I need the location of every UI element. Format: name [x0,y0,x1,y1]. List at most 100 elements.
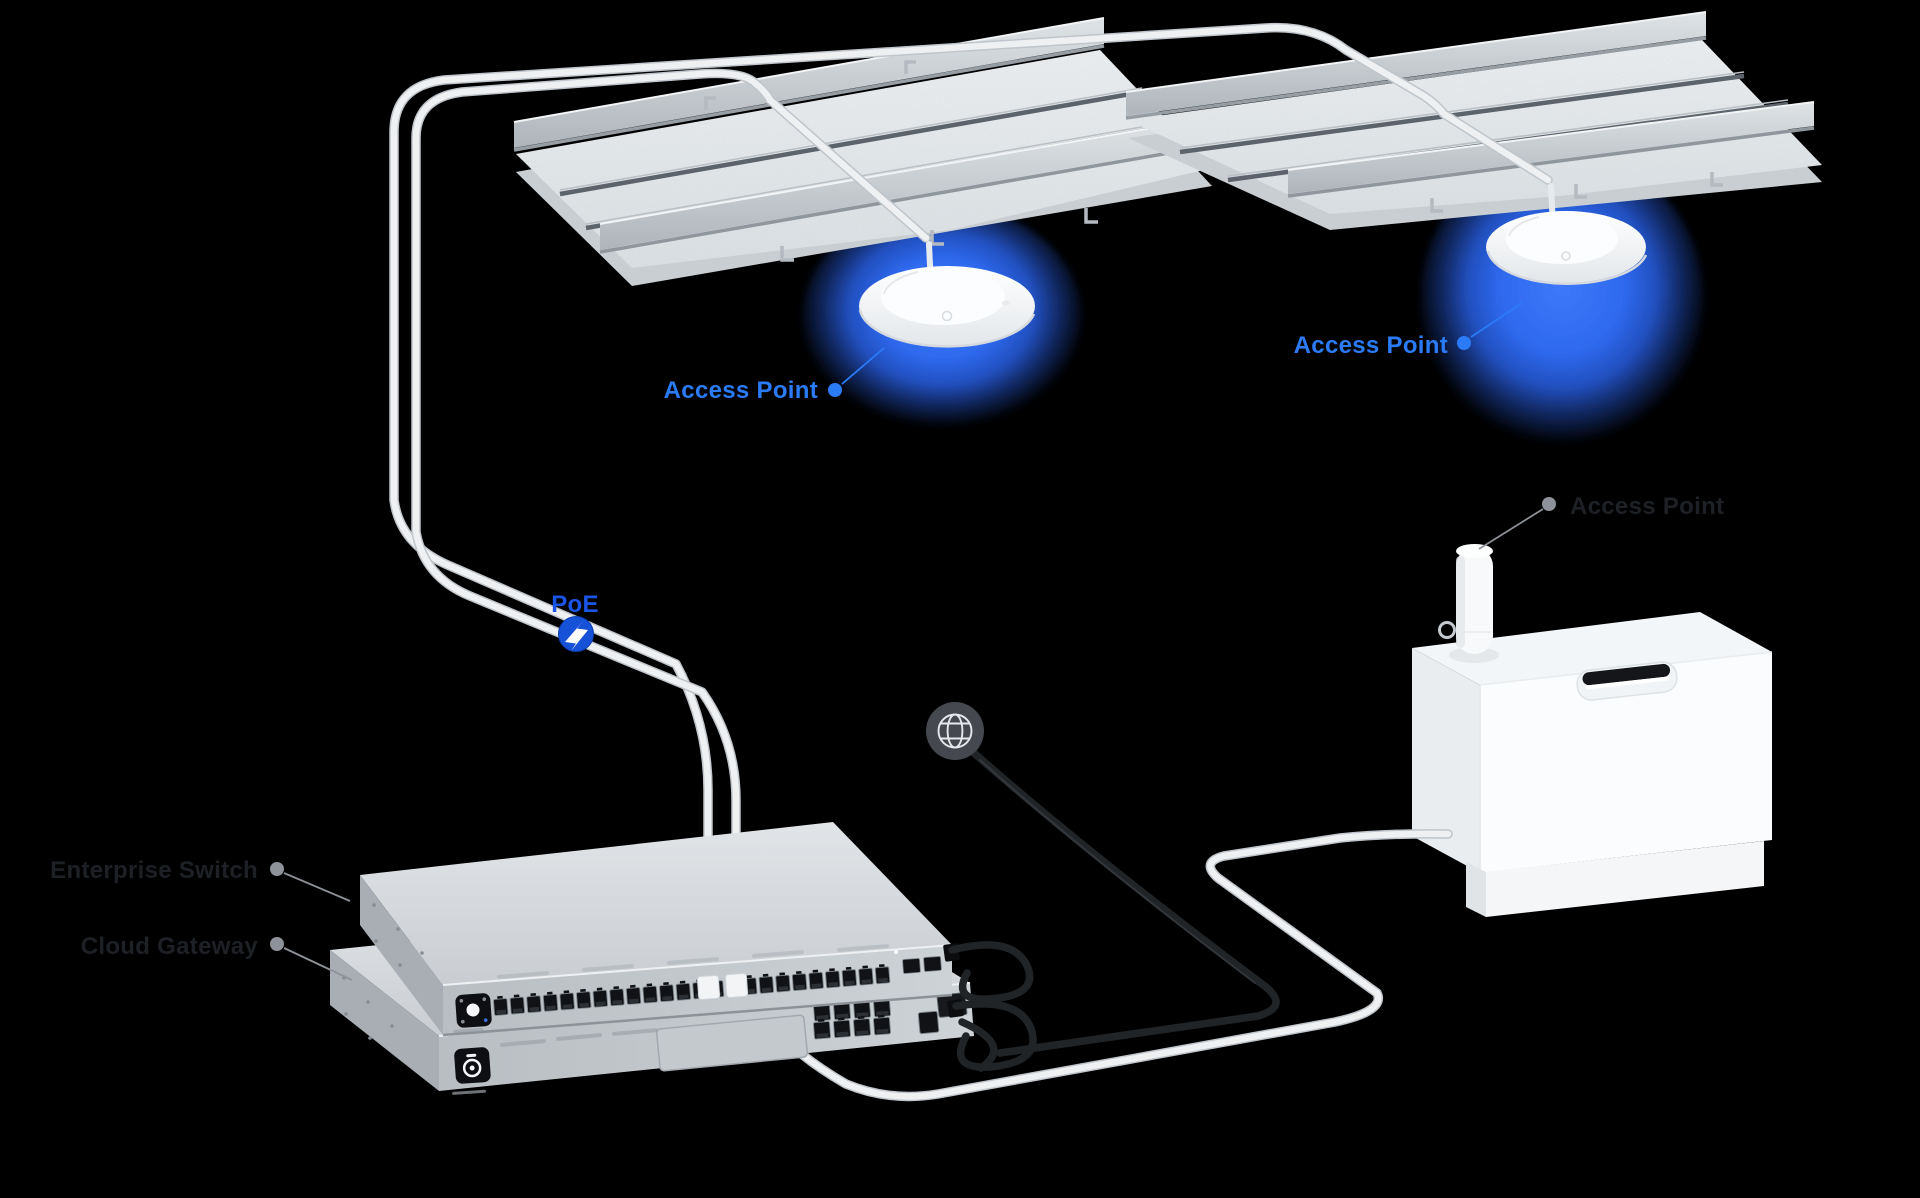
gateway-model-print [452,1089,487,1095]
box-plinth-left [1466,862,1486,917]
screw-dot [396,927,400,931]
screw-dot [374,939,378,943]
switch-top-face [360,822,952,985]
status-led [894,950,898,954]
leader-line [1478,508,1544,550]
screw-dot [390,1024,394,1028]
rj45-port [833,1017,851,1039]
box-left-face [1412,648,1480,873]
switch-left-face [360,875,443,1035]
rj45-port [609,986,625,1007]
poe-cable-to-left-ap [411,68,931,989]
gateway-vents [500,1028,658,1047]
antenna-wire-loop [1438,621,1456,639]
rj45-port [675,980,692,1001]
dot-connector [1457,336,1471,350]
dot-connector [1542,497,1556,511]
tile-rail [600,121,1192,250]
rj45-port [775,972,791,993]
leader-line [283,872,351,902]
wan-cable-black [970,749,1280,1057]
dot-connector [270,937,284,951]
screw-dot [372,903,376,907]
lightning-bolt-icon [565,620,588,651]
label-access-point-right: Access Point [1294,302,1523,359]
box-handle [1576,661,1678,701]
switch-vents [497,944,889,979]
tile-rail [1126,12,1706,116]
label-access-point-box: Access Point [1478,493,1724,550]
rj45-port [841,966,858,987]
screw-dot [344,1012,348,1016]
label-cloud-gateway: Cloud Gateway [81,933,353,981]
poe-cable-to-right-ap [389,22,1553,991]
enterprise-switch-device [360,822,953,1037]
screw-dot [420,951,424,955]
dot-connector [828,383,842,397]
rj45-port [808,969,824,990]
rj45-port [493,995,509,1016]
rj45-port [526,993,542,1014]
poe-label: PoE [551,591,599,618]
switch-sfp-ports [894,950,942,974]
rj45-port [559,990,575,1011]
gateway-wan-port [917,1010,940,1035]
gateway-left-face [330,950,439,1091]
access-point-box-label: Access Point [1570,493,1724,520]
equipment-box [1412,544,1773,917]
gateway-display [454,1047,491,1084]
rj45-port [758,973,775,994]
poe-plugs [696,972,749,1000]
rj45-port [625,984,642,1005]
screw-dots [342,976,394,1040]
rj45-port [874,964,891,985]
globe-icon [926,702,984,760]
rj45-port [509,994,526,1015]
dot-connector [270,862,284,876]
lan-cable-white [743,829,1453,1102]
rj45-port [592,987,609,1008]
tile-clips [1430,172,1723,213]
rj45-port [791,970,808,992]
screw-dot [368,1036,372,1040]
patch-cable-loops [943,941,1037,1072]
box-top-face [1412,612,1772,685]
box-front-face [1480,652,1772,873]
cloud-gateway-label: Cloud Gateway [81,933,259,960]
rj45-port [858,965,874,986]
gateway-port-block [813,996,891,1040]
switch-model-print [453,1028,484,1033]
gateway-tray [655,1014,809,1072]
ceiling-tile-right [1125,11,1822,230]
leader-line [841,347,885,385]
rj45-port [642,983,658,1004]
rj45-port [853,1015,871,1037]
rj45-port [542,991,559,1012]
rj45-port [873,1014,891,1036]
rj45-port [813,1018,831,1040]
poe-badge [558,616,594,652]
tile-rail [1288,102,1814,194]
box-plinth [1486,841,1764,917]
leader-line [283,947,353,981]
rj45-port [576,988,592,1009]
access-point-left-label: Access Point [664,377,818,404]
access-point-right-label: Access Point [1294,332,1448,359]
wifi-glow-right [1420,150,1704,450]
label-access-point-left: Access Point [664,347,885,404]
screw-dots [372,903,424,967]
label-poe: PoE [551,591,599,618]
label-enterprise-switch: Enterprise Switch [50,857,351,902]
access-point-left-device [858,241,1036,348]
screw-dot [366,1000,370,1004]
rj45-port [825,968,841,989]
enterprise-switch-label: Enterprise Switch [50,857,258,884]
access-point-right-device [1486,183,1648,285]
ceiling-tile-left [513,17,1212,286]
switch-display [455,993,492,1028]
antenna-access-point [1438,544,1499,663]
leader-line [1470,302,1523,338]
rj45-port [659,982,675,1003]
